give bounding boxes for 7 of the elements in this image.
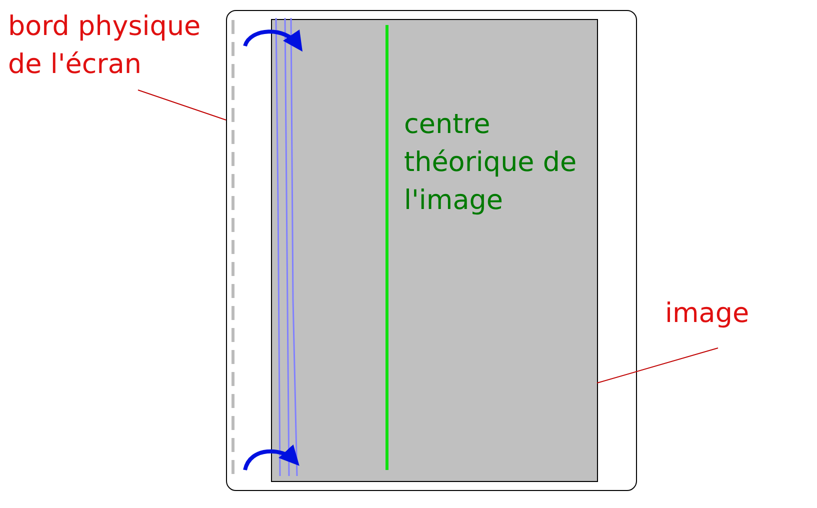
annotation-text: centre théorique de l'image bbox=[404, 108, 578, 218]
screen-outline bbox=[226, 10, 637, 491]
leader-line bbox=[596, 348, 718, 384]
callout-text: bord physique de l'écran bbox=[8, 8, 203, 84]
image-rectangle bbox=[271, 19, 598, 482]
leader-line bbox=[138, 90, 226, 120]
callout-text: image bbox=[665, 295, 775, 333]
